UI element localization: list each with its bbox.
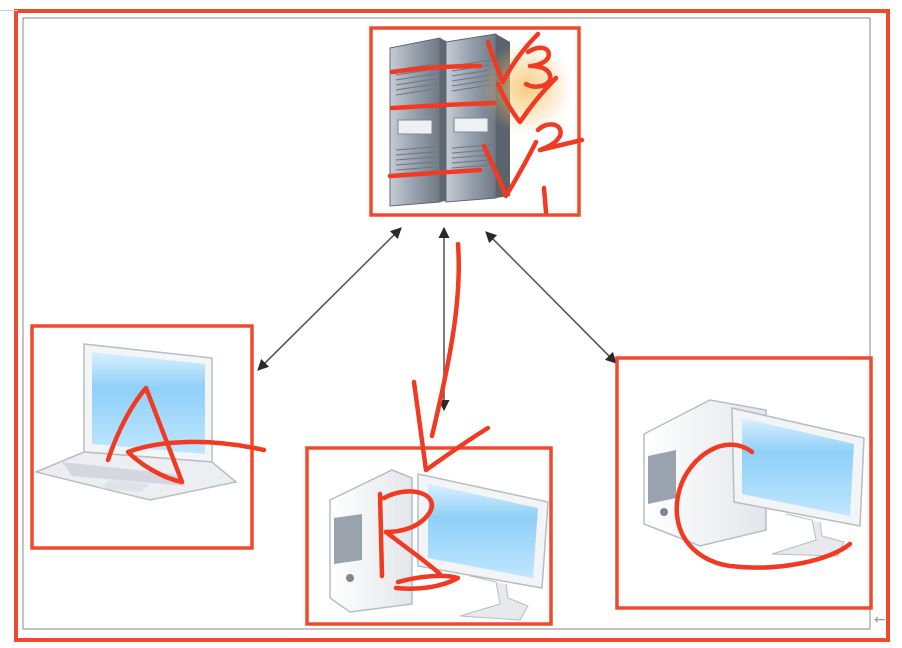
outer-red-frame	[14, 9, 890, 642]
desktop-b-node	[305, 241, 553, 626]
desktop-c-node	[615, 356, 873, 610]
desktop-b-handwriting	[377, 241, 491, 591]
laptop-node	[30, 324, 267, 550]
desktop-b-icon	[329, 469, 549, 621]
laptop-highlight-box	[30, 324, 254, 550]
desktop-c-highlight-box	[615, 356, 873, 610]
arrow-server-desktop-c	[485, 231, 617, 364]
server-node	[369, 26, 585, 217]
laptop-handwriting	[105, 385, 267, 485]
connection-arrows	[257, 226, 617, 412]
laptop-icon	[33, 343, 238, 501]
corner-tick	[0, 0, 18, 11]
desktop-c-icon	[643, 399, 865, 557]
server-handwriting	[387, 31, 585, 215]
diagram-border	[22, 17, 871, 630]
arrow-server-laptop	[257, 227, 402, 371]
server-icon	[389, 33, 572, 207]
server-highlight-box	[369, 26, 581, 217]
corner-arrow-icon: ←	[874, 612, 886, 628]
desktop-b-highlight-box	[305, 446, 553, 626]
desktop-c-handwriting	[674, 442, 853, 570]
